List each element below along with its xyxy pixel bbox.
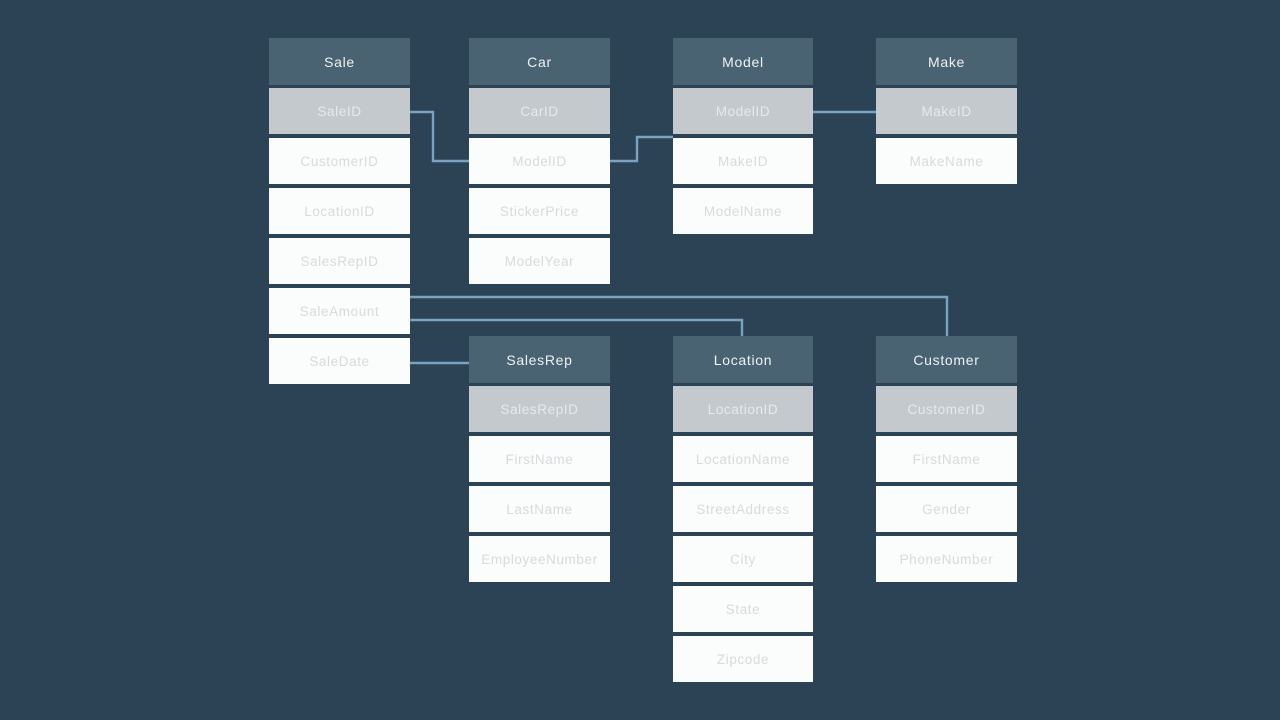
field-model-modelname: ModelName	[673, 188, 813, 234]
connector-car-modelid-to-model-modelid	[610, 135, 673, 163]
field-customer-customerid: CustomerID	[876, 386, 1017, 432]
connector-sale-saleamount-to-location-header	[410, 318, 744, 337]
field-location-streetaddress: StreetAddress	[673, 486, 813, 532]
field-salesrep-lastname: LastName	[469, 486, 610, 532]
field-model-makeid: MakeID	[673, 138, 813, 184]
connector-sale-saleamount-to-customer-header	[410, 295, 949, 337]
field-salesrep-employeenumber: EmployeeNumber	[469, 536, 610, 582]
field-salesrep-firstname: FirstName	[469, 436, 610, 482]
field-sale-customerid: CustomerID	[269, 138, 410, 184]
field-customer-phonenumber: PhoneNumber	[876, 536, 1017, 582]
field-car-modelyear: ModelYear	[469, 238, 610, 284]
field-car-carid: CarID	[469, 88, 610, 134]
field-make-makename: MakeName	[876, 138, 1017, 184]
field-car-modelid: ModelID	[469, 138, 610, 184]
field-location-state: State	[673, 586, 813, 632]
table-make-title: Make	[876, 38, 1017, 85]
field-model-modelid: ModelID	[673, 88, 813, 134]
field-sale-saledate: SaleDate	[269, 338, 410, 384]
table-model-title: Model	[673, 38, 813, 85]
field-sale-locationid: LocationID	[269, 188, 410, 234]
table-location-title: Location	[673, 336, 813, 383]
field-sale-salesrepid: SalesRepID	[269, 238, 410, 284]
field-make-makeid: MakeID	[876, 88, 1017, 134]
field-sale-saleid: SaleID	[269, 88, 410, 134]
table-sale-title: Sale	[269, 38, 410, 85]
field-location-locationname: LocationName	[673, 436, 813, 482]
field-location-locationid: LocationID	[673, 386, 813, 432]
table-car-title: Car	[469, 38, 610, 85]
table-customer-title: Customer	[876, 336, 1017, 383]
field-salesrep-salesrepid: SalesRepID	[469, 386, 610, 432]
field-sale-saleamount: SaleAmount	[269, 288, 410, 334]
field-location-zipcode: Zipcode	[673, 636, 813, 682]
table-salesrep-title: SalesRep	[469, 336, 610, 383]
field-car-stickerprice: StickerPrice	[469, 188, 610, 234]
field-customer-gender: Gender	[876, 486, 1017, 532]
field-customer-firstname: FirstName	[876, 436, 1017, 482]
connector-sale-saleid-to-car-modelid	[403, 110, 469, 163]
field-location-city: City	[673, 536, 813, 582]
